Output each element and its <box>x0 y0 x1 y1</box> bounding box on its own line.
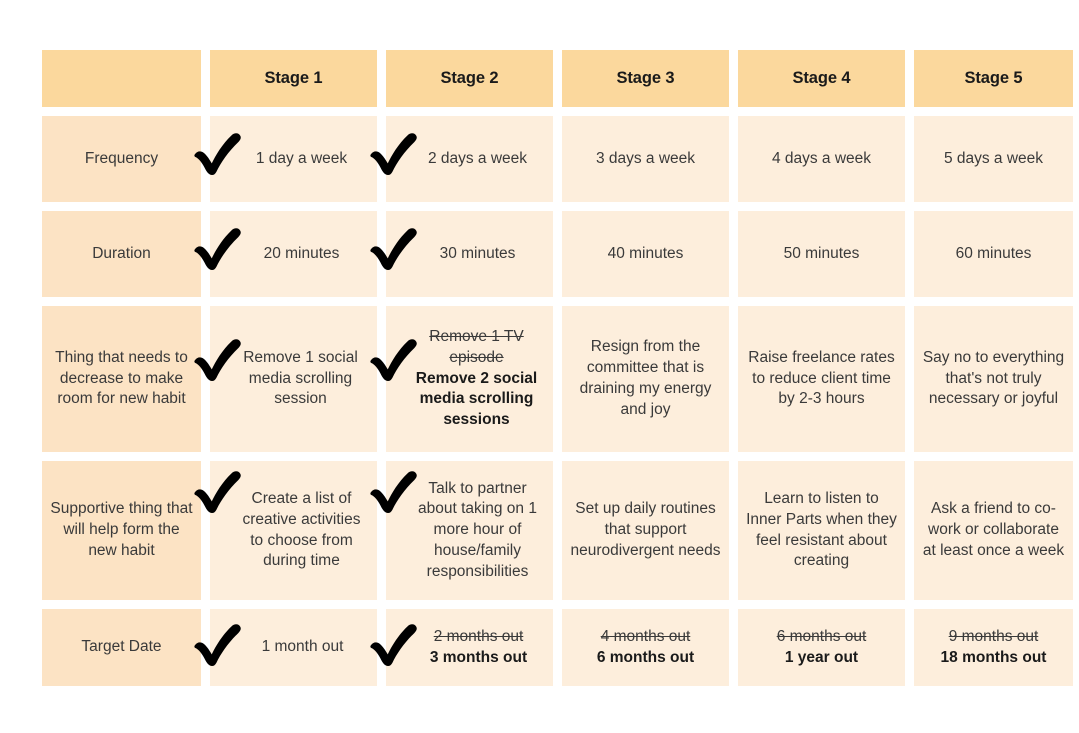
replacement-value: 6 months out <box>596 648 695 666</box>
struck-through-value: 4 months out <box>600 627 691 645</box>
table-cell-r4-c2[interactable]: Talk to partner about taking on 1 more h… <box>370 461 553 600</box>
cell-text: 9 months out 18 months out <box>922 627 1065 669</box>
replacement-value: 3 months out <box>429 648 528 666</box>
table-cell-r1-c4[interactable]: 4 days a week <box>738 116 905 202</box>
cell-text: 2 months out 3 months out <box>394 627 545 669</box>
cell-text: 2 days a week <box>427 149 528 167</box>
row-label-3: Thing that needs to decrease to make roo… <box>42 306 201 452</box>
cell-text: Create a list of creative activities to … <box>242 489 361 570</box>
table-cell-r1-c5[interactable]: 5 days a week <box>914 116 1073 202</box>
cell-text: 1 day a week <box>255 149 348 167</box>
table-cell-r2-c4[interactable]: 50 minutes <box>738 211 905 297</box>
column-header-stage-2: Stage 2 <box>386 50 553 107</box>
cell-text: 40 minutes <box>607 244 684 262</box>
cell-text: Set up daily routines that support neuro… <box>570 500 721 559</box>
cell-text: Raise freelance rates to reduce client t… <box>748 348 895 408</box>
cell-text: 20 minutes <box>263 244 340 262</box>
table-cell-r5-c3[interactable]: 4 months out 6 months out <box>562 609 729 686</box>
table-cell-r4-c3[interactable]: Set up daily routines that support neuro… <box>562 461 729 600</box>
row-label-4: Supportive thing that will help form the… <box>42 461 201 600</box>
cell-text: 60 minutes <box>955 244 1032 262</box>
table-cell-r3-c4[interactable]: Raise freelance rates to reduce client t… <box>738 306 905 452</box>
cell-text: 4 months out 6 months out <box>570 627 721 669</box>
cell-text: 4 days a week <box>771 149 872 167</box>
table-cell-r5-c4[interactable]: 6 months out 1 year out <box>738 609 905 686</box>
struck-through-value: 6 months out <box>776 627 867 645</box>
column-header-stage-1: Stage 1 <box>210 50 377 107</box>
struck-through-value: 2 months out <box>433 627 524 645</box>
column-header-stage-3: Stage 3 <box>562 50 729 107</box>
table-cell-r2-c3[interactable]: 40 minutes <box>562 211 729 297</box>
row-label-text: Frequency <box>84 149 159 167</box>
row-label-1: Frequency <box>42 116 201 202</box>
cell-text: Say no to everything that's not truly ne… <box>922 348 1065 408</box>
table-cell-r3-c1[interactable]: Remove 1 social media scrolling session <box>194 306 377 452</box>
replacement-value: 18 months out <box>940 648 1047 666</box>
cell-text: Ask a friend to co-work or collaborate a… <box>922 500 1065 559</box>
row-label-text: Target Date <box>81 638 162 656</box>
row-label-text: Supportive thing that will help form the… <box>50 500 193 559</box>
row-label-2: Duration <box>42 211 201 297</box>
table-cell-r4-c5[interactable]: Ask a friend to co-work or collaborate a… <box>914 461 1073 600</box>
cell-text: 30 minutes <box>439 244 516 262</box>
cell-text: 1 month out <box>261 638 344 656</box>
cell-text: 6 months out 1 year out <box>746 627 897 669</box>
table-cell-r5-c2[interactable]: 2 months out 3 months out <box>370 609 553 686</box>
column-header-stage-4: Stage 4 <box>738 50 905 107</box>
row-label-text: Duration <box>92 244 151 262</box>
cell-text: Talk to partner about taking on 1 more h… <box>418 479 537 580</box>
replacement-value: 1 year out <box>784 648 859 666</box>
cell-text: Resign from the committee that is draini… <box>579 338 712 418</box>
table-cell-r1-c2[interactable]: 2 days a week <box>370 116 553 202</box>
table-cell-r2-c2[interactable]: 30 minutes <box>370 211 553 297</box>
table-cell-r2-c5[interactable]: 60 minutes <box>914 211 1073 297</box>
cell-text: 5 days a week <box>943 149 1044 167</box>
replacement-value: Remove 2 social media scrolling sessions <box>415 369 538 429</box>
row-label-text: Thing that needs to decrease to make roo… <box>55 348 188 408</box>
table-cell-r5-c1[interactable]: 1 month out <box>194 609 377 686</box>
table-cell-r3-c5[interactable]: Say no to everything that's not truly ne… <box>914 306 1073 452</box>
row-label-5: Target Date <box>42 609 201 686</box>
struck-through-value: 9 months out <box>948 627 1039 645</box>
table-cell-r2-c1[interactable]: 20 minutes <box>194 211 377 297</box>
struck-through-value: Remove 1 TV episode <box>429 328 524 366</box>
cell-text: Learn to listen to Inner Parts when they… <box>746 489 897 570</box>
column-header-stage-5: Stage 5 <box>914 50 1073 107</box>
table-cell-r5-c5[interactable]: 9 months out 18 months out <box>914 609 1073 686</box>
table-cell-r1-c3[interactable]: 3 days a week <box>562 116 729 202</box>
table-cell-r4-c1[interactable]: Create a list of creative activities to … <box>194 461 377 600</box>
cell-text: 3 days a week <box>595 149 696 167</box>
table-cell-r4-c4[interactable]: Learn to listen to Inner Parts when they… <box>738 461 905 600</box>
table-cell-r1-c1[interactable]: 1 day a week <box>194 116 377 202</box>
table-corner-cell <box>42 50 201 107</box>
cell-text: 50 minutes <box>783 244 860 262</box>
table-cell-r3-c3[interactable]: Resign from the committee that is draini… <box>562 306 729 452</box>
cell-text: Remove 1 social media scrolling session <box>243 348 358 408</box>
